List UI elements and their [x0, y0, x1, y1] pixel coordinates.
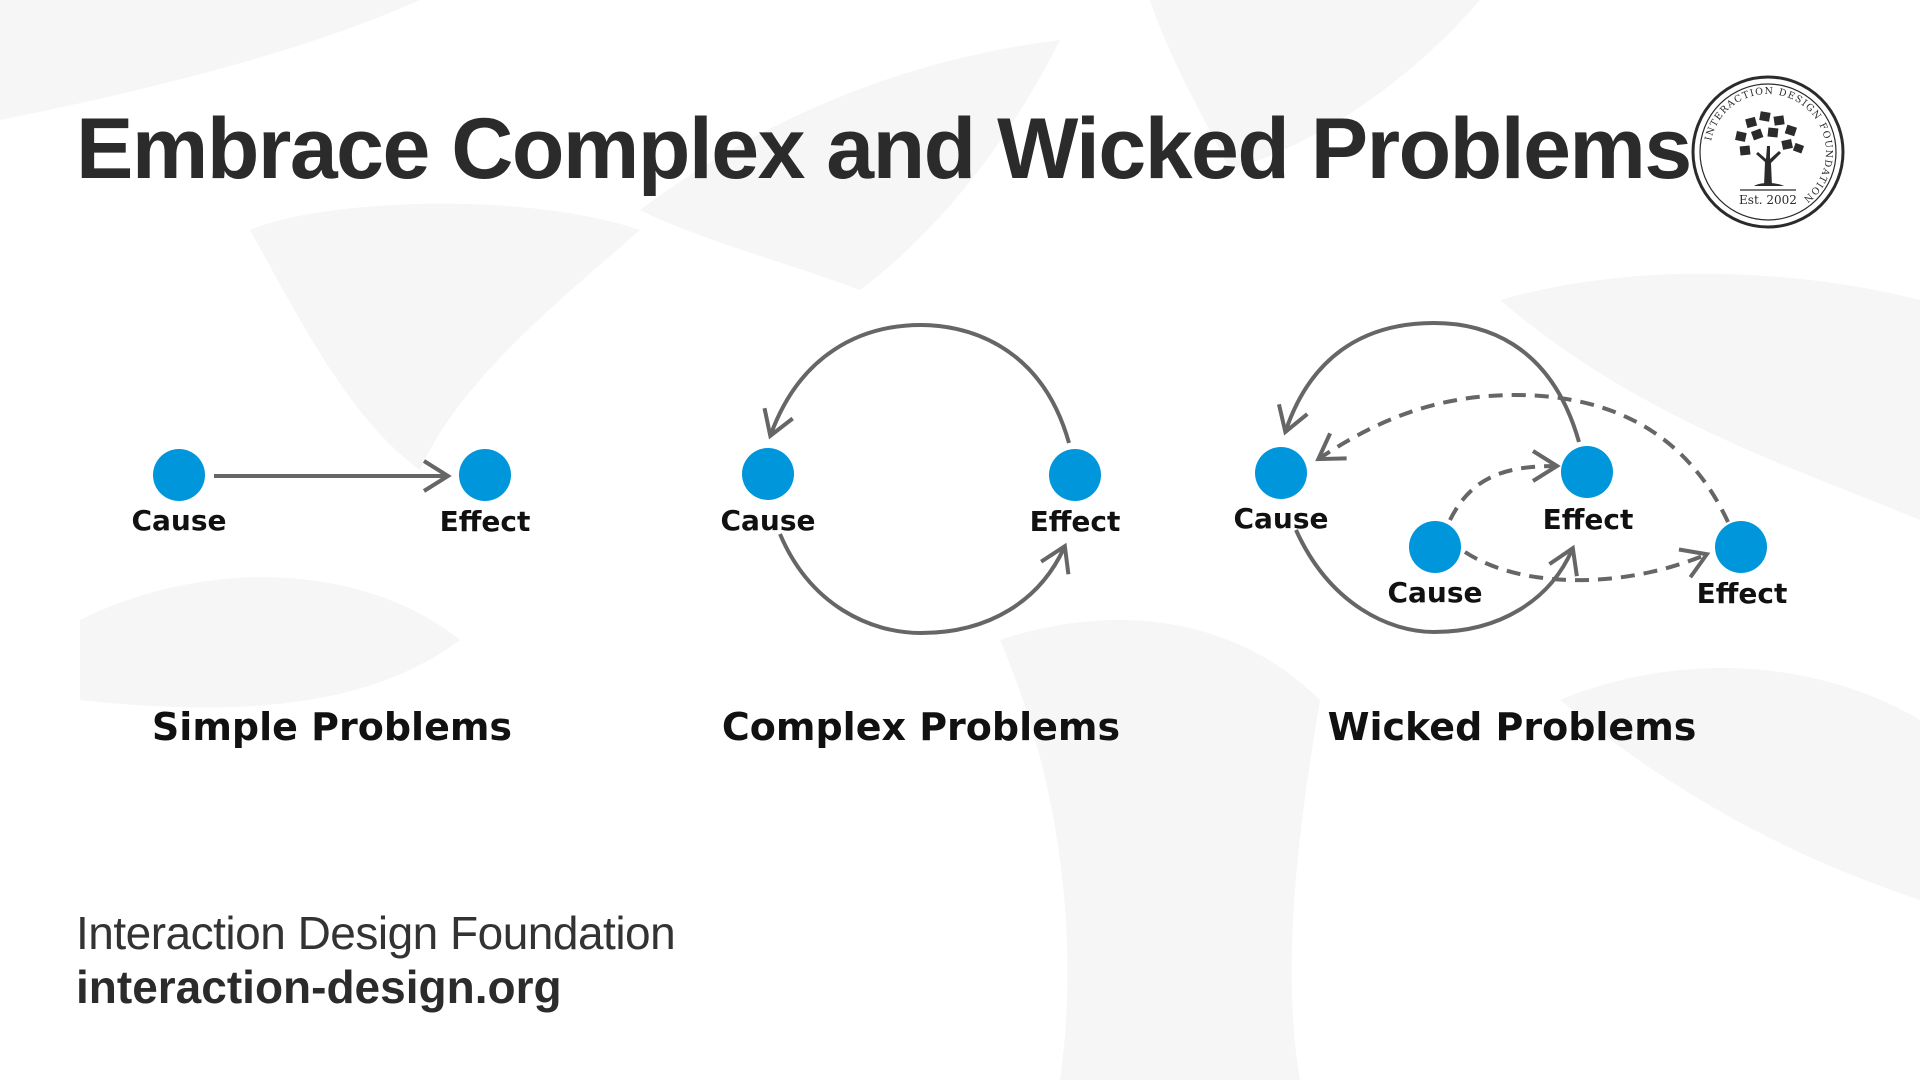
footer-organization: Interaction Design Foundation — [76, 907, 676, 959]
simple-cause-label: Cause — [131, 504, 226, 537]
complex-problems-diagram: Cause Effect Complex Problems — [720, 322, 1121, 749]
wicked-arrow-bottom-solid — [1294, 529, 1579, 635]
tree-icon — [1735, 111, 1805, 186]
simple-effect-node — [459, 449, 511, 501]
idf-logo: INTERACTION DESIGN FOUNDATION Est. 2002 — [1691, 75, 1845, 229]
wicked-effect-primary-node — [1561, 446, 1613, 498]
wicked-cause-primary-label: Cause — [1233, 502, 1328, 535]
complex-effect-node — [1049, 449, 1101, 501]
page-title: Embrace Complex and Wicked Problems — [76, 101, 1692, 197]
complex-cause-label: Cause — [720, 504, 815, 537]
wicked-effect-secondary-node — [1715, 521, 1767, 573]
complex-cause-node — [742, 448, 794, 500]
complex-arrow-top — [762, 322, 1071, 444]
wicked-arrow-top-dashed — [1315, 392, 1730, 523]
wicked-cause-secondary-node — [1409, 521, 1461, 573]
wicked-arrow-top-solid — [1277, 320, 1581, 443]
complex-effect-label: Effect — [1030, 505, 1121, 538]
complex-arrow-bottom — [778, 533, 1071, 636]
wicked-arrow-bottom-dashed — [1463, 547, 1711, 583]
wicked-cause-secondary-label: Cause — [1387, 576, 1482, 609]
simple-problems-diagram: Cause Effect Simple Problems — [131, 449, 530, 749]
wicked-effect-primary-label: Effect — [1543, 503, 1634, 536]
simple-cause-node — [153, 449, 205, 501]
wicked-problems-diagram: Cause Effect Cause Effect Wicked Problem… — [1233, 320, 1788, 749]
simple-effect-label: Effect — [440, 505, 531, 538]
footer-url[interactable]: interaction-design.org — [76, 961, 562, 1013]
wicked-arrow-mid-dashed — [1448, 449, 1561, 521]
wicked-problems-caption: Wicked Problems — [1328, 705, 1697, 749]
wicked-cause-primary-node — [1255, 447, 1307, 499]
complex-problems-caption: Complex Problems — [722, 705, 1120, 749]
wicked-effect-secondary-label: Effect — [1697, 577, 1788, 610]
simple-problems-caption: Simple Problems — [152, 705, 512, 749]
logo-est-text: Est. 2002 — [1739, 193, 1797, 207]
